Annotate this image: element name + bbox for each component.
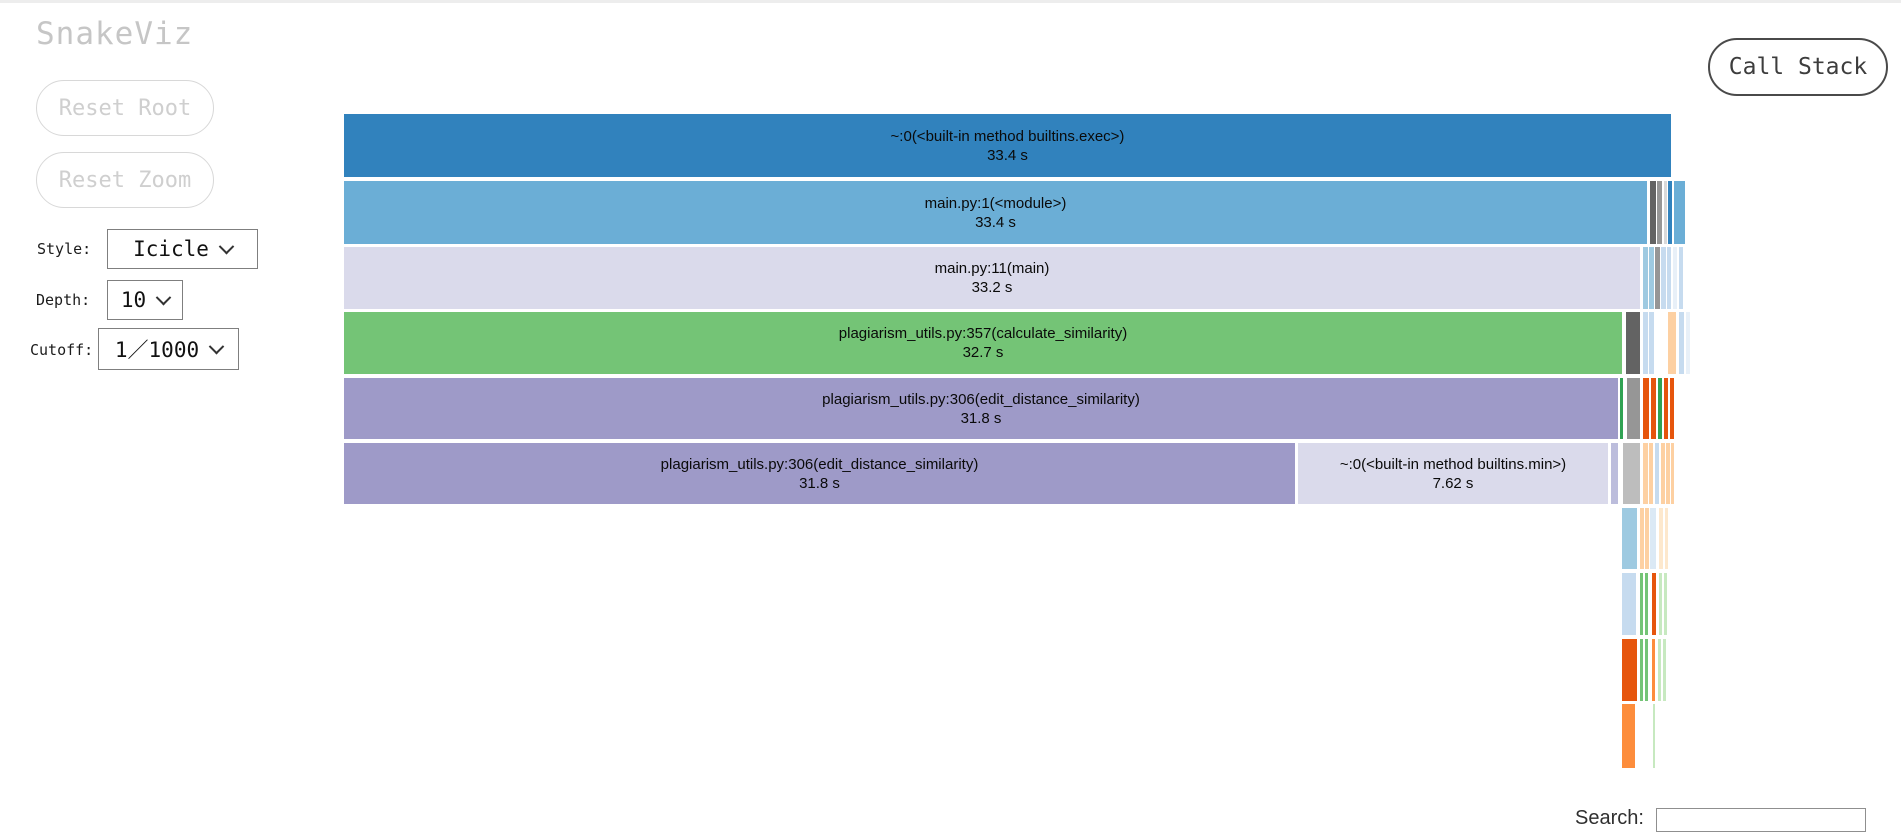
icicle-block[interactable] [1670,378,1674,439]
icicle-block[interactable]: main.py:11(main) 33.2 s [344,247,1640,309]
icicle-block[interactable]: plagiarism_utils.py:306(edit_distance_si… [344,443,1295,504]
block-function-label: plagiarism_utils.py:306(edit_distance_si… [822,390,1140,408]
block-function-label: plagiarism_utils.py:357(calculate_simila… [838,325,1128,342]
icicle-block[interactable] [1679,247,1683,309]
icicle-block[interactable] [1640,508,1644,569]
depth-select-value: 10 [120,288,147,312]
icicle-block[interactable] [1645,508,1649,569]
icicle-block[interactable] [1622,508,1637,569]
icicle-block[interactable]: ~:0(<built-in method builtins.min>)7.62 … [1298,443,1608,504]
style-select[interactable]: Icicle [107,229,258,269]
icicle-block[interactable] [1652,639,1655,701]
icicle-block[interactable] [1643,247,1648,309]
icicle-block[interactable]: plagiarism_utils.py:357(calculate_simila… [344,312,1622,374]
reset-root-button[interactable]: Reset Root [36,80,214,136]
icicle-block[interactable] [1668,181,1672,244]
top-divider [0,0,1901,3]
icicle-block[interactable] [1673,247,1677,309]
icicle-block[interactable] [1643,443,1648,504]
icicle-block[interactable] [1664,573,1667,635]
search-input[interactable] [1656,808,1866,832]
icicle-block[interactable] [1640,639,1643,701]
icicle-block[interactable] [1667,247,1671,309]
icicle-block[interactable] [1671,443,1674,504]
cutoff-label: Cutoff: [30,341,94,359]
block-time-label: 7.62 s [1432,474,1474,492]
icicle-block[interactable] [1665,508,1668,569]
depth-label: Depth: [36,291,91,309]
call-stack-button[interactable]: Call Stack [1708,38,1888,96]
icicle-block[interactable] [1663,639,1666,701]
block-time-label: 33.4 s [975,213,1016,231]
icicle-block[interactable] [1643,312,1648,374]
icicle-block[interactable] [1661,443,1665,504]
block-time-label: 31.8 s [960,409,1002,427]
icicle-block[interactable] [1645,639,1648,701]
call-stack-label: Call Stack [1728,54,1868,80]
search-label: Search: [1575,807,1644,829]
icicle-block[interactable] [1658,378,1662,439]
icicle-block[interactable] [1661,247,1666,309]
icicle-block[interactable] [1623,443,1640,504]
icicle-block[interactable] [1650,508,1656,569]
icicle-block[interactable] [1664,181,1667,244]
depth-select[interactable]: 10 [107,280,183,320]
block-time-label: 31.8 s [799,474,840,492]
icicle-block[interactable] [1679,312,1684,374]
icicle-block[interactable] [1655,247,1660,309]
icicle-block[interactable] [1627,378,1640,439]
icicle-block[interactable] [1686,312,1690,374]
icicle-block[interactable] [1622,639,1637,701]
style-select-value: Icicle [133,237,209,261]
reset-zoom-label: Reset Zoom [58,167,192,193]
icicle-block[interactable] [1664,378,1668,439]
cutoff-select-value: 1／1000 [114,338,200,362]
style-label: Style: [37,240,92,258]
block-function-label: plagiarism_utils.py:306(edit_distance_si… [660,455,979,473]
icicle-block[interactable]: ~:0(<built-in method builtins.exec>)33.4… [344,114,1671,177]
reset-zoom-button[interactable]: Reset Zoom [36,152,214,208]
block-function-label: main.py:11(main) [934,260,1050,277]
icicle-block[interactable] [1611,443,1618,504]
reset-root-label: Reset Root [58,95,192,121]
icicle-block[interactable] [1668,312,1676,374]
block-function-label: main.py:1(<module>) [924,194,1067,212]
icicle-block[interactable] [1649,247,1654,309]
icicle-block[interactable] [1674,181,1685,244]
app-title: SnakeViz [36,16,194,52]
icicle-block[interactable] [1659,573,1662,635]
icicle-block[interactable] [1652,573,1656,635]
icicle-block[interactable] [1622,704,1635,768]
block-time-label: 32.7 s [962,344,1004,361]
icicle-block[interactable] [1622,573,1636,635]
icicle-block[interactable]: main.py:1(<module>)33.4 s [344,181,1647,244]
block-function-label: ~:0(<built-in method builtins.min>) [1339,455,1567,473]
icicle-block[interactable] [1626,312,1640,374]
icicle-block[interactable] [1655,443,1659,504]
icicle-block[interactable] [1645,573,1648,635]
icicle-block[interactable] [1649,443,1653,504]
icicle-block[interactable] [1650,181,1656,244]
icicle-block[interactable] [1640,573,1643,635]
icicle-block[interactable] [1651,378,1656,439]
icicle-block[interactable] [1649,312,1654,374]
block-function-label: ~:0(<built-in method builtins.exec>) [890,127,1125,145]
block-time-label: 33.2 s [971,279,1013,296]
icicle-block[interactable] [1653,704,1655,768]
block-time-label: 33.4 s [987,146,1028,164]
icicle-block[interactable]: plagiarism_utils.py:306(edit_distance_si… [344,378,1618,439]
icicle-block[interactable] [1659,508,1663,569]
icicle-block[interactable] [1620,378,1623,439]
icicle-block[interactable] [1666,443,1670,504]
icicle-block[interactable] [1643,378,1649,439]
icicle-block[interactable] [1658,639,1661,701]
cutoff-select[interactable]: 1／1000 [98,328,239,370]
icicle-block[interactable] [1657,181,1662,244]
